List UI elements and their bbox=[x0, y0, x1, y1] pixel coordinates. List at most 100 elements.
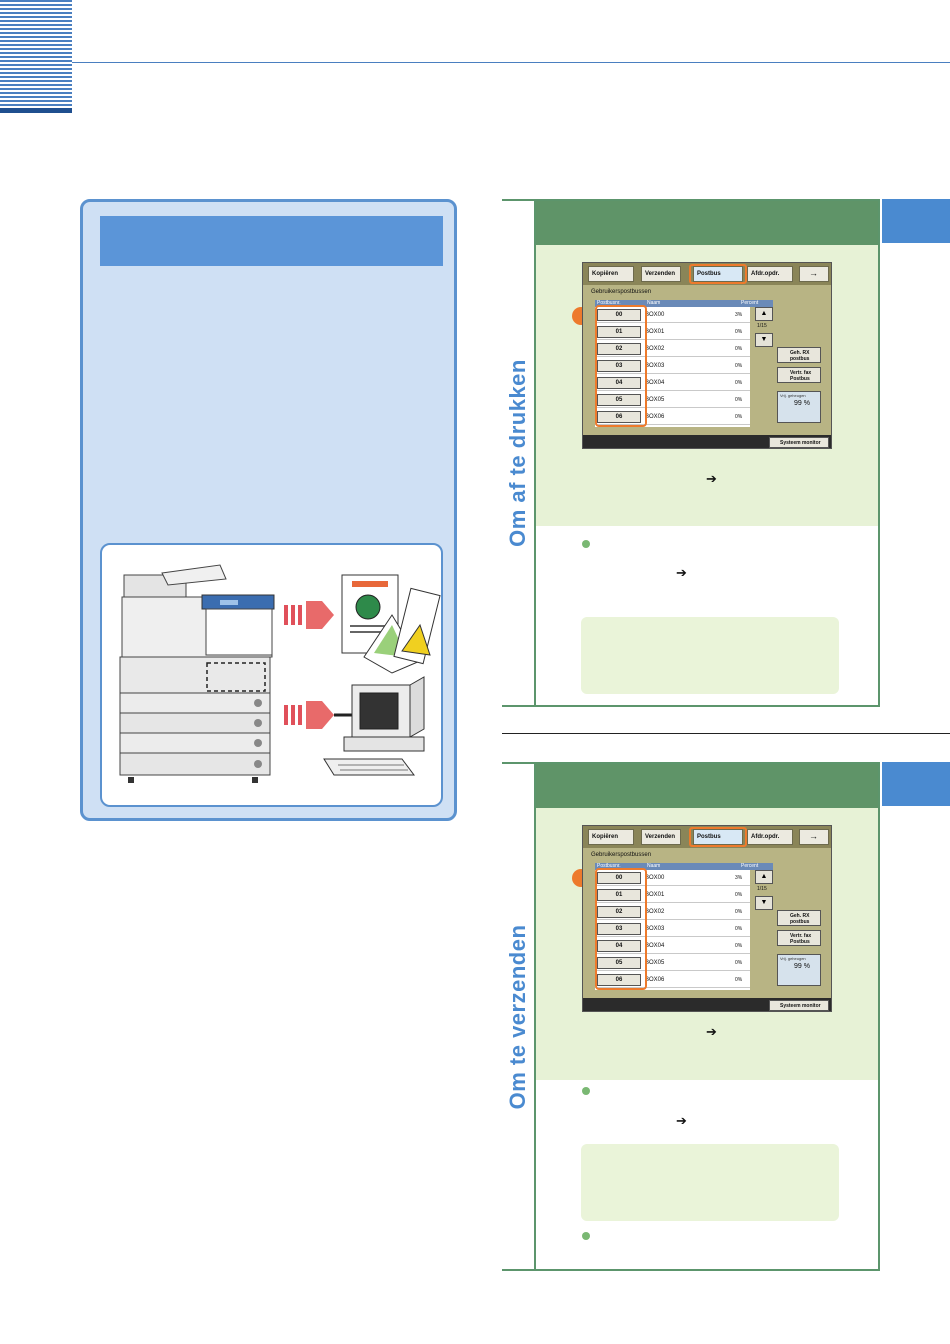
mailbox-name: BOX01 bbox=[645, 892, 665, 898]
section-send-title: Om te verzenden bbox=[505, 924, 530, 1109]
memory-value: 99 % bbox=[794, 963, 810, 970]
screen-table-header: Postbusnr. Naam Percent bbox=[595, 863, 773, 870]
tab-mailbox[interactable]: Postbus bbox=[693, 829, 743, 845]
mailbox-name: BOX00 bbox=[645, 312, 665, 318]
header-rule bbox=[72, 62, 950, 63]
mailbox-name: BOX01 bbox=[645, 329, 665, 335]
table-row[interactable]: 02 BOX02 0% bbox=[595, 341, 750, 357]
mailbox-number-button[interactable]: 02 bbox=[597, 343, 641, 355]
mailbox-number-button[interactable]: 03 bbox=[597, 923, 641, 935]
mailbox-number-button[interactable]: 03 bbox=[597, 360, 641, 372]
mailbox-number-button[interactable]: 01 bbox=[597, 889, 641, 901]
mailbox-number-button[interactable]: 06 bbox=[597, 974, 641, 986]
section-print-tab bbox=[882, 199, 950, 243]
column-header: Postbusnr. bbox=[597, 300, 621, 306]
scroll-up-button[interactable]: ▲ bbox=[755, 870, 773, 884]
system-monitor-button[interactable]: Systeem monitor bbox=[769, 1000, 829, 1011]
tab-copy[interactable]: Kopiëren bbox=[588, 266, 634, 282]
mailbox-tab-highlight bbox=[689, 264, 747, 284]
tab-copy[interactable]: Kopiëren bbox=[588, 829, 634, 845]
memory-indicator: Vrij. geheugen 99 % bbox=[777, 391, 821, 423]
mailbox-name: BOX02 bbox=[645, 346, 665, 352]
screen-table-header: Postbusnr. Naam Percent bbox=[595, 300, 773, 307]
tab-print-jobs[interactable]: Afdr.opdr. bbox=[747, 266, 793, 282]
system-monitor-button[interactable]: Systeem monitor bbox=[769, 437, 829, 448]
column-header: Naam bbox=[647, 300, 661, 306]
page-indicator: 1/15 bbox=[757, 886, 767, 892]
arrow-icon: ➔ bbox=[706, 471, 717, 486]
mailbox-percent: 0% bbox=[735, 977, 743, 983]
computer-icon bbox=[323, 676, 425, 776]
mailbox-percent: 0% bbox=[735, 926, 743, 932]
section-print-label: Om af te drukken bbox=[502, 201, 536, 705]
rx-mailbox-button[interactable]: Geh. RX postbus bbox=[777, 347, 821, 363]
memory-label: Vrij. geheugen bbox=[780, 393, 806, 398]
bullet-icon bbox=[582, 1087, 590, 1095]
mailbox-percent: 0% bbox=[735, 943, 743, 949]
mailbox-screen-print: Kopiëren Verzenden Postbus Afdr.opdr. → … bbox=[582, 262, 832, 449]
copier-icon bbox=[119, 564, 275, 783]
mailbox-name: BOX02 bbox=[645, 909, 665, 915]
bullet-icon bbox=[582, 540, 590, 548]
section-send-note bbox=[581, 1144, 839, 1221]
header-stripes bbox=[0, 0, 72, 108]
mailbox-tab-highlight bbox=[689, 827, 747, 847]
next-arrow-button[interactable]: → bbox=[799, 266, 829, 282]
mailbox-number-button[interactable]: 05 bbox=[597, 394, 641, 406]
arrow-icon: ➔ bbox=[676, 1113, 687, 1128]
column-header: Postbusnr. bbox=[597, 863, 621, 869]
fax-mailbox-button[interactable]: Vertr. fax Postbus bbox=[777, 367, 821, 383]
fax-mailbox-button[interactable]: Vertr. fax Postbus bbox=[777, 930, 821, 946]
column-header: Percent bbox=[741, 863, 759, 869]
page-indicator: 1/15 bbox=[757, 323, 767, 329]
mailbox-percent: 0% bbox=[735, 346, 743, 352]
section-send-label: Om te verzenden bbox=[502, 764, 536, 1269]
mailbox-name: BOX06 bbox=[645, 414, 665, 420]
mailbox-name: BOX04 bbox=[645, 380, 665, 386]
mailbox-number-button[interactable]: 04 bbox=[597, 940, 641, 952]
memory-value: 99 % bbox=[794, 400, 810, 407]
memory-indicator: Vrij. geheugen 99 % bbox=[777, 954, 821, 986]
mailbox-number-button[interactable]: 00 bbox=[597, 872, 641, 884]
mailbox-percent: 0% bbox=[735, 363, 743, 369]
scroll-up-button[interactable]: ▲ bbox=[755, 307, 773, 321]
mailbox-number-button[interactable]: 00 bbox=[597, 309, 641, 321]
table-row[interactable]: 04 BOX04 0% bbox=[595, 938, 750, 954]
mailbox-number-button[interactable]: 06 bbox=[597, 411, 641, 423]
column-header: Percent bbox=[741, 300, 759, 306]
section-print-title: Om af te drukken bbox=[505, 359, 530, 547]
rx-mailbox-button[interactable]: Geh. RX postbus bbox=[777, 910, 821, 926]
scroll-down-button[interactable]: ▼ bbox=[755, 896, 773, 910]
header-stripes-bar bbox=[0, 108, 72, 113]
print-arrow-icon bbox=[284, 601, 334, 629]
column-header: Naam bbox=[647, 863, 661, 869]
tab-send[interactable]: Verzenden bbox=[641, 266, 681, 282]
section-send-header bbox=[536, 764, 878, 808]
mailbox-number-button[interactable]: 05 bbox=[597, 957, 641, 969]
mailbox-number-button[interactable]: 04 bbox=[597, 377, 641, 389]
next-arrow-button[interactable]: → bbox=[799, 829, 829, 845]
mailbox-number-button[interactable]: 01 bbox=[597, 326, 641, 338]
scroll-down-button[interactable]: ▼ bbox=[755, 333, 773, 347]
tab-send[interactable]: Verzenden bbox=[641, 829, 681, 845]
intro-panel-title-bar bbox=[100, 216, 443, 266]
section-send-tab bbox=[882, 762, 950, 806]
mailbox-screen-send: Kopiëren Verzenden Postbus Afdr.opdr. → … bbox=[582, 825, 832, 1012]
mailbox-name: BOX04 bbox=[645, 943, 665, 949]
mailbox-number-button[interactable]: 02 bbox=[597, 906, 641, 918]
tab-mailbox[interactable]: Postbus bbox=[693, 266, 743, 282]
arrow-icon: ➔ bbox=[676, 565, 687, 580]
tab-print-jobs[interactable]: Afdr.opdr. bbox=[747, 829, 793, 845]
